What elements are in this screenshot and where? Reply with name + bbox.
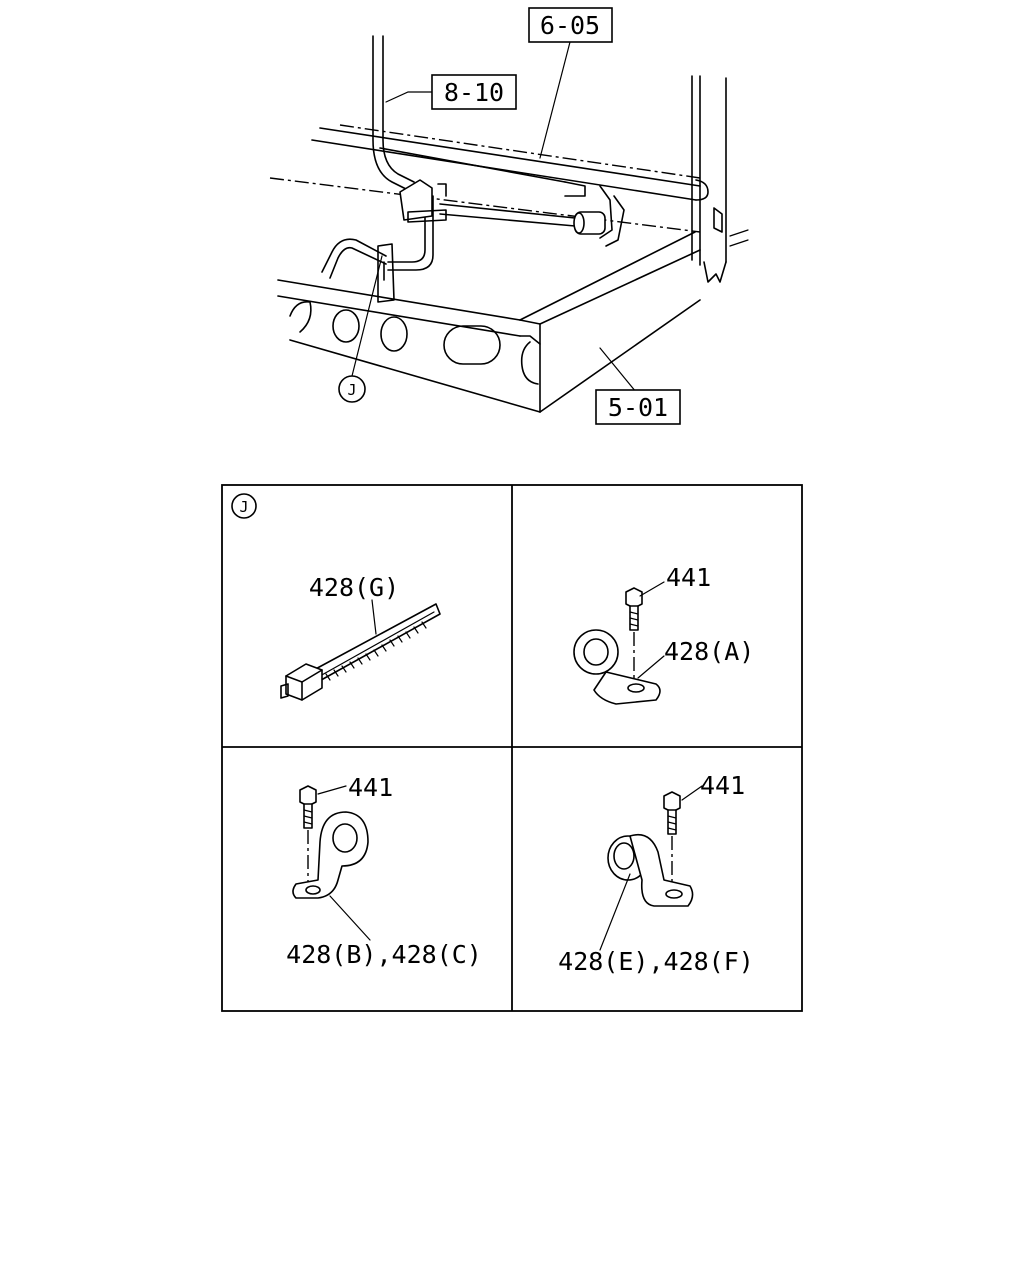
clamp-icon [573, 629, 661, 705]
upper-cross-member [311, 124, 709, 247]
part-label-441-a: 441 [666, 563, 711, 592]
pipe-bracket [377, 179, 447, 303]
lower-frame-rail [277, 231, 701, 413]
part-label-441-bc: 441 [348, 773, 393, 802]
part-label-428g: 428(G) [309, 573, 399, 602]
clamp-icon [292, 811, 369, 899]
bolt-icon [299, 785, 317, 829]
ref-label-6-05: 6-05 [540, 11, 600, 40]
part-label-428bc: 428(B),428(C) [286, 940, 482, 969]
detail-panel: J 428(G) [221, 484, 803, 1012]
ref-label-8-10: 8-10 [444, 78, 504, 107]
clamp-icon [607, 833, 694, 907]
part-label-428ef: 428(E),428(F) [558, 947, 754, 976]
callout-5-01: 5-01 [595, 389, 681, 425]
panel-marker-j: J [231, 493, 257, 519]
overview-leaders [351, 41, 637, 393]
connecting-rod [269, 177, 701, 235]
cell-clamp-ef: 441 428(E),428(F) [558, 771, 754, 976]
detail-marker-j: J [338, 375, 366, 403]
cell-clamp-a: 441 428(A) [573, 563, 754, 705]
bolt-icon [625, 587, 643, 631]
panel-marker-label: J [239, 498, 248, 516]
overview-illustration: 6-05 8-10 5-01 J [269, 7, 749, 425]
ref-label-5-01: 5-01 [608, 393, 668, 422]
cell-clamp-bc: 441 428(B),428(C) [286, 773, 482, 969]
callout-6-05: 6-05 [528, 7, 613, 43]
cable-tie-icon [280, 603, 441, 701]
callout-8-10: 8-10 [431, 74, 517, 110]
cell-cable-tie: 428(G) [280, 573, 441, 701]
bolt-icon [663, 791, 681, 835]
brake-pipe [321, 35, 434, 279]
part-label-428a: 428(A) [664, 637, 754, 666]
part-label-441-ef: 441 [700, 771, 745, 800]
right-pillar [691, 75, 749, 283]
detail-marker-label: J [347, 381, 356, 399]
